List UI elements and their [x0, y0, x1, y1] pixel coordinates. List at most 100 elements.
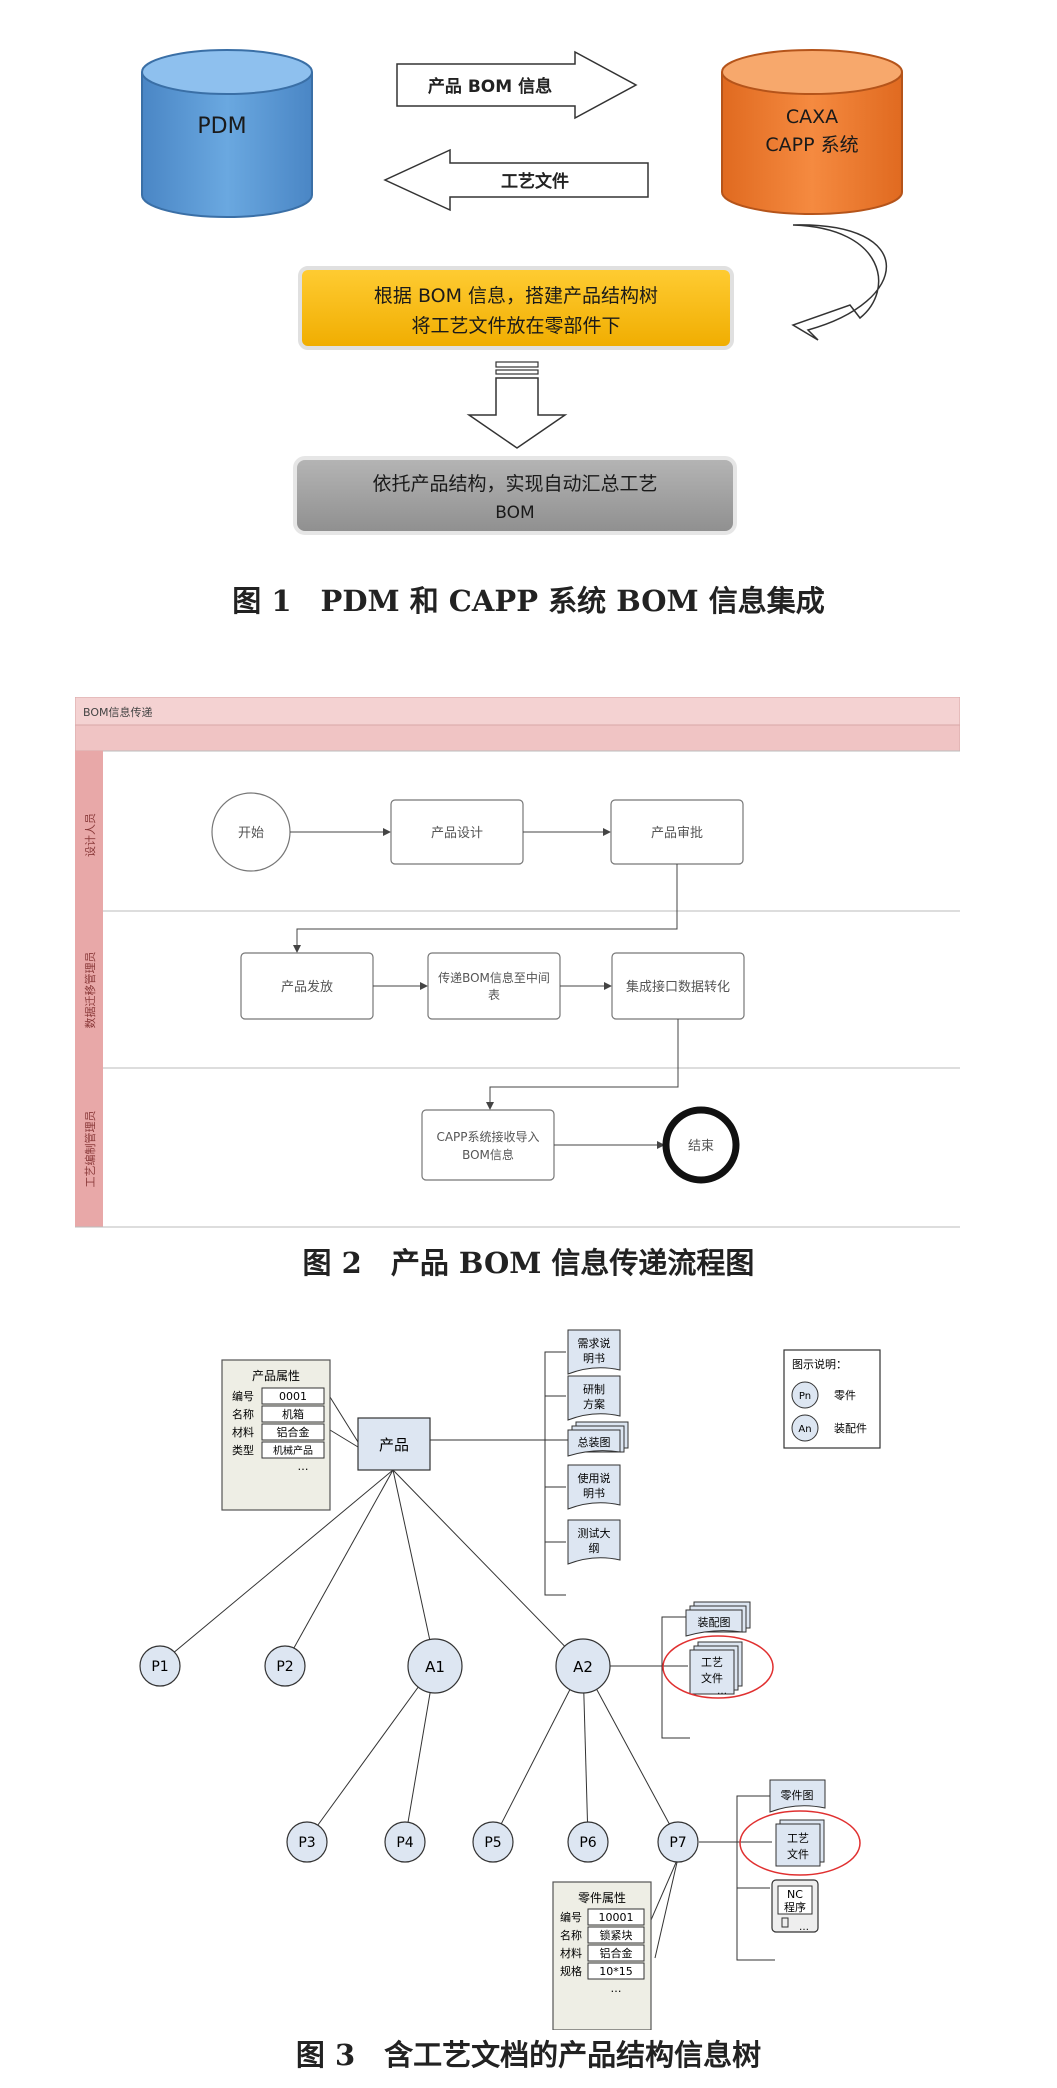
- legend-assembly-symbol-text: An: [798, 1424, 811, 1435]
- node-p1: [139, 1645, 181, 1687]
- product-attr-key-2: 材料: [232, 1425, 254, 1439]
- highlight-a2-process: [662, 1635, 774, 1699]
- part-attr-val-3: 10*15: [599, 1965, 633, 1978]
- capp-label-line2: BOM信息: [462, 1147, 514, 1162]
- doc-user-manual-line2: 明书: [583, 1487, 605, 1500]
- node-a2: [555, 1638, 611, 1694]
- product-attr-val-0: 0001: [279, 1390, 307, 1403]
- legend-assembly-symbol: [791, 1414, 819, 1442]
- start-label: 开始: [238, 826, 264, 841]
- transfer-label-line2: 表: [488, 988, 500, 1002]
- yellow-box: [298, 266, 734, 350]
- doc-process-file-a2-line1: 工艺: [701, 1656, 723, 1669]
- doc-nc-program-line1: NC: [787, 1888, 803, 1901]
- product-node: [357, 1417, 431, 1471]
- figure1-caption: 图 1 PDM 和 CAPP 系统 BOM 信息集成: [232, 584, 825, 618]
- node-a1: [407, 1638, 463, 1694]
- doc-assembly-drawing: [685, 1601, 751, 1637]
- design-label: 产品设计: [431, 826, 483, 841]
- part-attr-val-0: 10001: [599, 1911, 634, 1924]
- part-attr-more: …: [611, 1982, 622, 1995]
- gray-box-line2: BOM: [495, 503, 534, 523]
- part-attr-val-1: 锁紧块: [600, 1928, 633, 1942]
- legend-part-symbol-text: Pn: [799, 1391, 811, 1402]
- node-p7: [657, 1821, 699, 1863]
- end-label: 结束: [688, 1139, 714, 1154]
- legend-assembly-text: 装配件: [834, 1422, 867, 1435]
- node-p2: [264, 1645, 306, 1687]
- doc-test-outline: [567, 1519, 621, 1565]
- transfer-node: [427, 952, 561, 1020]
- product-attr-key-0: 编号: [232, 1389, 254, 1403]
- caxa-cylinder: [721, 49, 903, 215]
- doc-general-assembly: [567, 1421, 629, 1457]
- highlight-p7-process: [739, 1810, 861, 1876]
- node-p5: [472, 1821, 514, 1863]
- doc-process-file-p7-line2: 文件: [787, 1847, 809, 1861]
- doc-part-drawing: [769, 1779, 826, 1813]
- product-attr-key-3: 类型: [232, 1443, 254, 1457]
- doc-plan: [567, 1375, 621, 1421]
- curved-arrow: [791, 224, 888, 341]
- doc-user-manual-line1: 使用说: [578, 1471, 611, 1485]
- caxa-label-line1: CAXA: [786, 106, 838, 128]
- doc-requirement-line1: 需求说: [578, 1336, 611, 1350]
- end-node: [662, 1106, 740, 1184]
- legend-part-symbol: [791, 1381, 819, 1409]
- figure2-flowchart: BOM信息传递 设计人员 数据迁移管理员 工艺编制管理员 开始 产品设计 产品审…: [75, 697, 960, 1228]
- product-attr-title: 产品属性: [252, 1369, 300, 1383]
- node-p3: [286, 1821, 328, 1863]
- legend-title: 图示说明：: [792, 1357, 847, 1371]
- product-attr-more: …: [298, 1460, 309, 1473]
- node-p6: [567, 1821, 609, 1863]
- doc-plan-line2: 方案: [583, 1397, 605, 1411]
- part-attr-title: 零件属性: [578, 1891, 626, 1905]
- doc-process-file-p7: [775, 1819, 825, 1867]
- doc-assembly-drawing-label: 装配图: [698, 1616, 731, 1629]
- lane1-label: 设计人员: [84, 813, 97, 857]
- doc-process-file-a2-more: …: [717, 1686, 727, 1697]
- node-p6-label: P6: [579, 1835, 596, 1851]
- approve-label: 产品审批: [651, 826, 703, 841]
- arrow-left: [383, 148, 649, 212]
- part-attr-key-3: 规格: [560, 1964, 582, 1978]
- node-a1-label: A1: [425, 1658, 445, 1676]
- arrow-left-label: 工艺文件: [501, 171, 569, 192]
- part-attr-key-0: 编号: [560, 1910, 582, 1924]
- legend-part-text: 零件: [834, 1389, 856, 1402]
- gray-box-line1: 依托产品结构，实现自动汇总工艺: [372, 473, 657, 495]
- release-label: 产品发放: [281, 979, 333, 995]
- integrate-label: 集成接口数据转化: [626, 979, 730, 995]
- down-arrow: [466, 361, 568, 449]
- doc-nc-program-line2: 程序: [784, 1900, 806, 1914]
- product-attr-key-1: 名称: [232, 1407, 254, 1421]
- product-label: 产品: [379, 1436, 409, 1454]
- doc-process-file-p7-line1: 工艺: [787, 1832, 809, 1845]
- node-p1-label: P1: [151, 1659, 168, 1675]
- flow-header-title: BOM信息传递: [83, 705, 153, 719]
- doc-plan-line1: 研制: [583, 1383, 605, 1396]
- lane2-label: 数据迁移管理员: [83, 952, 97, 1029]
- doc-test-outline-line2: 纲: [589, 1542, 600, 1555]
- node-p4-label: P4: [396, 1835, 413, 1851]
- transfer-label-line1: 传递BOM信息至中间: [438, 970, 550, 985]
- lane-strip: [75, 751, 103, 1227]
- yellow-box-line1: 根据 BOM 信息，搭建产品结构树: [374, 285, 658, 307]
- product-attr-val-2: 铝合金: [277, 1425, 310, 1439]
- pdm-cylinder: [141, 49, 313, 218]
- doc-nc-program-more: …: [799, 1922, 809, 1933]
- node-p5-label: P5: [484, 1835, 501, 1851]
- doc-general-assembly-label: 总装图: [578, 1435, 611, 1449]
- doc-test-outline-line1: 测试大: [578, 1526, 611, 1540]
- doc-part-drawing-label: 零件图: [781, 1789, 814, 1802]
- doc-process-file-a2: [689, 1641, 743, 1695]
- pdm-label: PDM: [197, 114, 246, 139]
- figure3-tree: 产品属性 编号 0001 名称 机箱 材料 铝合金 类型 机械产品 … 产品 需…: [139, 1329, 881, 2030]
- node-p4: [384, 1821, 426, 1863]
- node-p3-label: P3: [298, 1835, 315, 1851]
- lane3-label: 工艺编制管理员: [83, 1111, 97, 1188]
- arrow-right-label: 产品 BOM 信息: [428, 76, 552, 97]
- capp-node: [421, 1109, 555, 1181]
- yellow-box-line2: 将工艺文件放在零部件下: [411, 315, 620, 337]
- flow-header: [75, 697, 960, 726]
